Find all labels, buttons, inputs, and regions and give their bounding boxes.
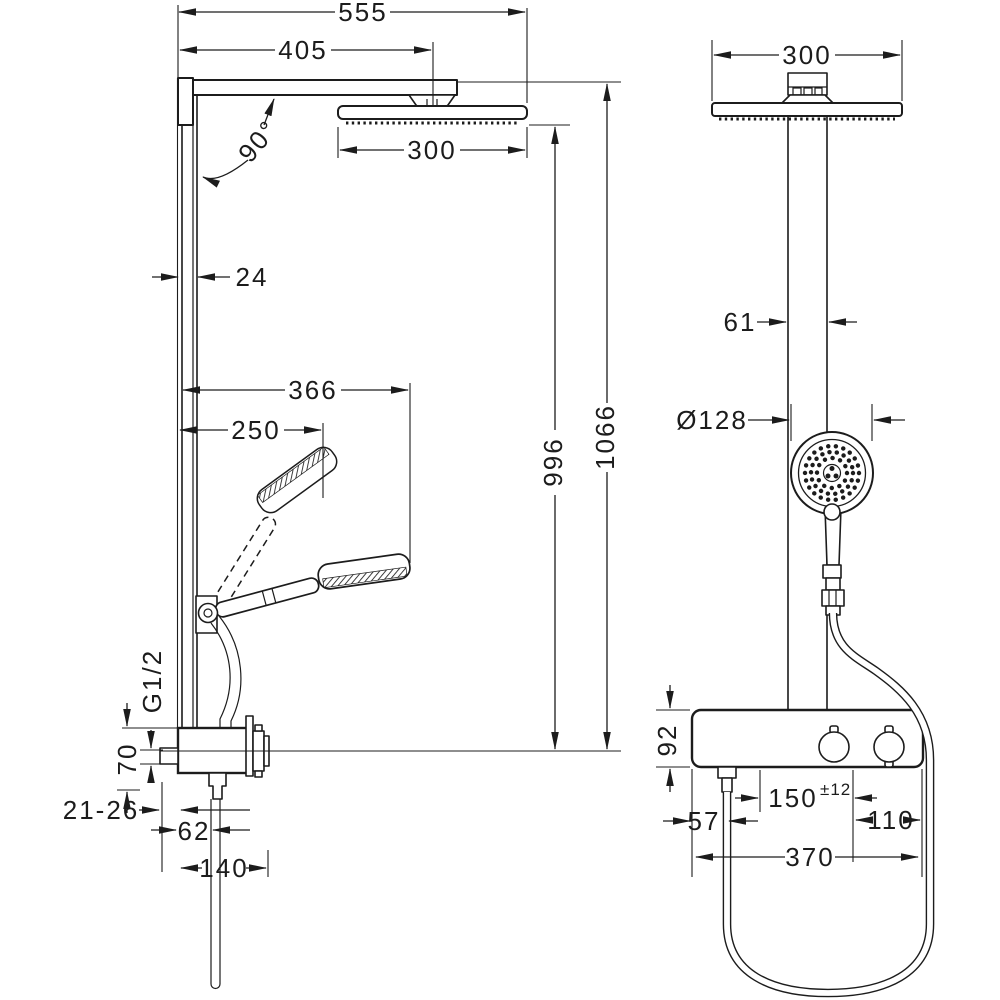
front-view-product xyxy=(690,72,935,998)
dim-250: 250 xyxy=(231,415,280,445)
dim-300-front: 300 xyxy=(782,40,831,70)
dim-24: 24 xyxy=(236,262,269,292)
dim-405: 405 xyxy=(278,35,327,65)
hose-nut-front xyxy=(821,589,845,607)
dim-128: Ø128 xyxy=(676,405,748,435)
hose-upper-side xyxy=(218,615,242,728)
shower-column xyxy=(787,115,828,711)
hose-lower-side xyxy=(210,799,221,990)
handshower-raised xyxy=(209,446,338,614)
dim-90deg: 90° xyxy=(232,114,284,168)
outlet-fitting-side xyxy=(159,747,179,765)
dim-110: 110 xyxy=(867,805,914,835)
dim-150: 150 xyxy=(768,783,817,813)
holder-pivot xyxy=(197,602,219,624)
dim-70: 70 xyxy=(112,743,142,776)
handshower-joint xyxy=(823,503,841,521)
dim-140: 140 xyxy=(199,853,248,883)
dim-21-26: 21-26 xyxy=(63,795,140,825)
dim-370: 370 xyxy=(785,842,834,872)
dim-150-tol: ±12 xyxy=(820,780,851,799)
dimension-labels: 555 405 300 90° 24 366 250 996 1066 G1/2… xyxy=(63,0,914,883)
handshower-side xyxy=(214,553,411,618)
dim-555: 555 xyxy=(338,0,387,27)
hose-front xyxy=(722,612,935,998)
side-view-product xyxy=(159,77,621,990)
valve-knob-1 xyxy=(818,725,850,763)
overhead-shower-side xyxy=(337,105,528,120)
thermostat-front xyxy=(690,708,925,769)
shower-bar xyxy=(181,94,198,729)
wall-bracket xyxy=(177,77,194,126)
valve-knob-2 xyxy=(873,725,905,768)
hose-outlet-side xyxy=(208,772,227,800)
hose-outlet-front xyxy=(717,766,737,779)
dim-92: 92 xyxy=(652,724,682,757)
overhead-cone-front xyxy=(781,94,834,104)
dim-g12: G1/2 xyxy=(137,649,167,713)
handshower-front xyxy=(790,431,874,521)
shower-arm xyxy=(192,79,458,96)
overhead-shower-front xyxy=(711,102,903,117)
dim-300-side: 300 xyxy=(407,135,456,165)
valve-flange-side xyxy=(245,715,254,777)
arm-mount-front xyxy=(787,72,828,96)
dim-61: 61 xyxy=(724,307,757,337)
dim-1066: 1066 xyxy=(590,404,620,470)
dim-62: 62 xyxy=(178,816,211,846)
dim-366: 366 xyxy=(288,375,337,405)
dim-996: 996 xyxy=(538,437,568,486)
dimension-lines xyxy=(117,5,923,877)
dim-57: 57 xyxy=(688,806,721,836)
